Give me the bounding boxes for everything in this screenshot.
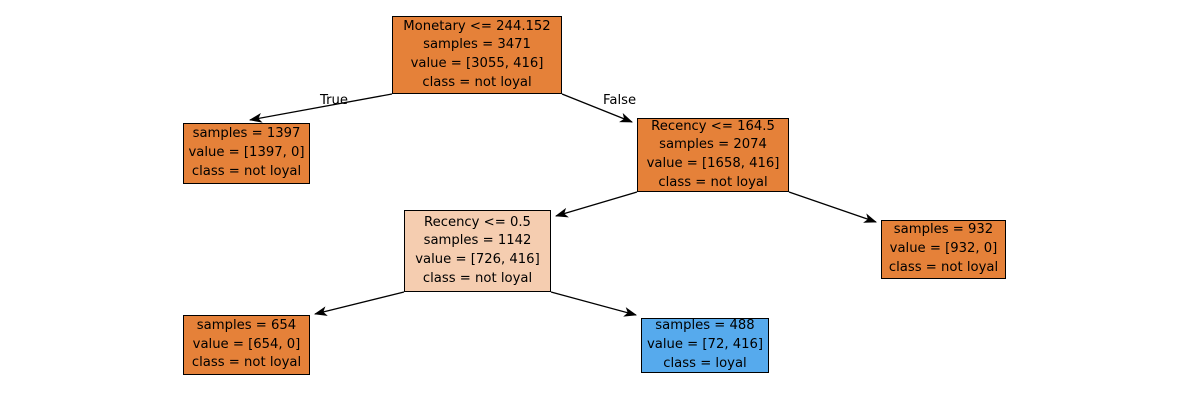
edge-recency164-false <box>788 191 877 223</box>
node-samples: samples = 488 <box>655 318 755 334</box>
node-samples: samples = 1142 <box>423 233 532 249</box>
node-class: class = not loyal <box>422 74 532 90</box>
tree-node-recency-05[interactable]: Recency <= 0.5 samples = 1142 value = [7… <box>404 210 551 292</box>
tree-node-root[interactable]: Monetary <= 244.152 samples = 3471 value… <box>392 16 562 94</box>
node-value: value = [654, 0] <box>192 336 301 352</box>
node-condition: Recency <= 0.5 <box>424 214 531 230</box>
node-class: class = not loyal <box>191 355 302 371</box>
tree-node-leaf-1397[interactable]: samples = 1397 value = [1397, 0] class =… <box>183 123 310 184</box>
node-condition: Recency <= 164.5 <box>651 118 775 134</box>
node-value: value = [1658, 416] <box>646 156 780 171</box>
node-samples: samples = 3471 <box>423 37 531 53</box>
tree-node-leaf-488[interactable]: samples = 488 value = [72, 416] class = … <box>641 318 769 373</box>
node-condition: Monetary <= 244.152 <box>403 18 551 34</box>
edge-label-false: False <box>603 93 637 108</box>
edge-recency164-true <box>555 191 638 218</box>
edge-recency05-false <box>550 291 638 317</box>
node-samples: samples = 932 <box>893 222 994 238</box>
node-class: class = loyal <box>663 355 747 371</box>
node-value: value = [72, 416] <box>646 337 764 353</box>
node-samples: samples = 1397 <box>192 126 301 142</box>
edge-label-true: True <box>320 93 349 108</box>
node-samples: samples = 654 <box>196 317 297 333</box>
tree-node-leaf-654[interactable]: samples = 654 value = [654, 0] class = n… <box>183 315 310 375</box>
node-samples: samples = 2074 <box>659 137 767 153</box>
node-class: class = not loyal <box>422 270 533 286</box>
node-value: value = [932, 0] <box>889 241 998 257</box>
node-class: class = not loyal <box>658 174 768 190</box>
node-value: value = [726, 416] <box>415 252 540 267</box>
node-class: class = not loyal <box>888 259 999 275</box>
tree-node-leaf-932[interactable]: samples = 932 value = [932, 0] class = n… <box>881 220 1006 279</box>
tree-node-recency-164[interactable]: Recency <= 164.5 samples = 2074 value = … <box>637 118 789 192</box>
node-value: value = [1397, 0] <box>188 145 305 161</box>
node-class: class = not loyal <box>191 163 302 179</box>
node-value: value = [3055, 416] <box>410 56 544 71</box>
edge-recency05-true <box>313 291 405 316</box>
